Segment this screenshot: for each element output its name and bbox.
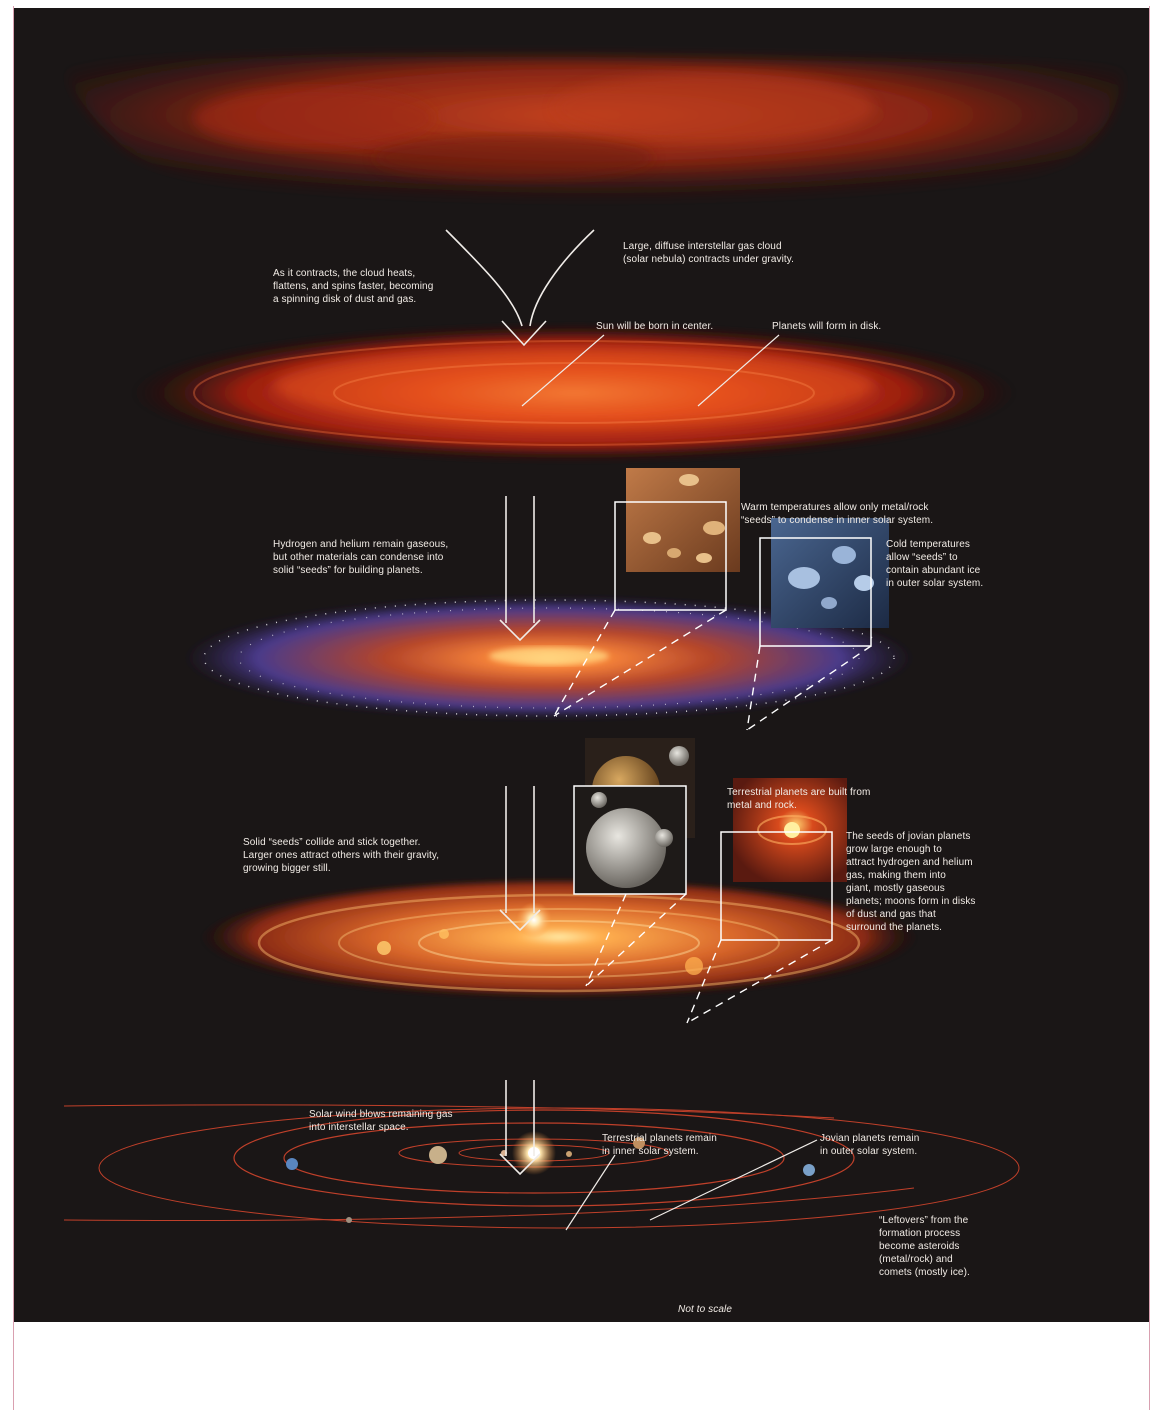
diagram-art [63, 56, 1124, 1231]
gaseous-label: Hydrogen and helium remain gaseous, but … [273, 539, 449, 576]
planets-disk-label: Planets will form in disk. [772, 321, 882, 332]
solar-system-bodies [286, 1131, 815, 1223]
solar-system-formation-diagram: Large, diffuse interstellar gas cloud (s… [14, 8, 1149, 1322]
terrestrial-built-label: Terrestrial planets are built from metal… [727, 787, 871, 811]
collide-label: Solid “seeds” collide and stick together… [243, 837, 440, 874]
solar-wind-label: Solar wind blows remaining gas into inte… [309, 1109, 453, 1133]
leftovers-label: “Leftovers” from the formation process b… [879, 1215, 970, 1278]
sun-center-label: Sun will be born in center. [596, 321, 714, 332]
rocky-seeds-inset [614, 468, 740, 611]
nebula-label: Large, diffuse interstellar gas cloud (s… [623, 241, 795, 265]
contracts-label: As it contracts, the cloud heats, flatte… [273, 268, 434, 305]
jovian-planets-inset [720, 778, 847, 941]
spinning-disk [129, 323, 1019, 463]
leader-lines [521, 334, 818, 1231]
jovian-seeds-label: The seeds of jovian planets grow large e… [846, 831, 976, 933]
flow-arrows [445, 229, 595, 1176]
terrestrial-remain-label: Terrestrial planets remain in inner sola… [602, 1133, 717, 1157]
terrestrial-planets-inset [573, 738, 695, 895]
not-to-scale-note: Not to scale [678, 1304, 733, 1315]
jovian-remain-label: Jovian planets remain in outer solar sys… [820, 1133, 920, 1157]
icy-seeds-inset [759, 518, 889, 647]
accretion-disk [199, 881, 919, 1005]
dashed-connectors [553, 609, 872, 1024]
condensation-disk [184, 596, 914, 720]
cold-temperatures-label: Cold temperatures allow “seeds” to conta… [886, 539, 984, 589]
page-frame [13, 6, 1150, 1410]
nebula-cloud [64, 56, 1124, 203]
warm-temperatures-label: Warm temperatures allow only metal/rock … [741, 502, 934, 526]
